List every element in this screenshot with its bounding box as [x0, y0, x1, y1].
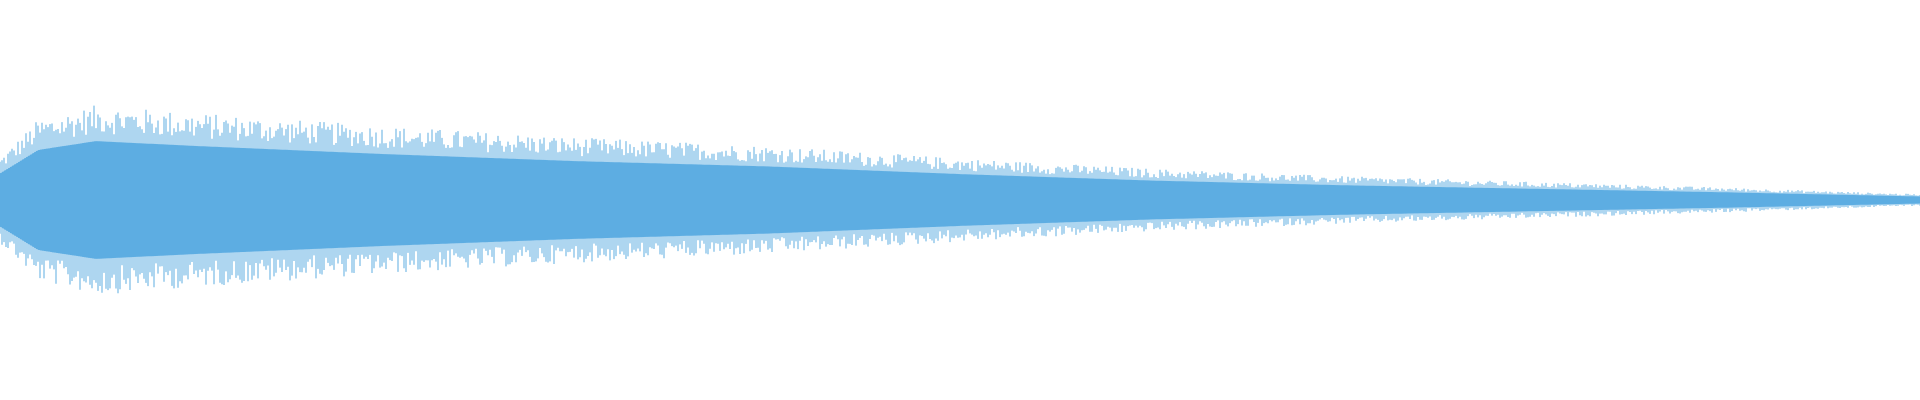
waveform-samples	[0, 105, 1920, 294]
waveform-peaks	[0, 105, 1920, 294]
